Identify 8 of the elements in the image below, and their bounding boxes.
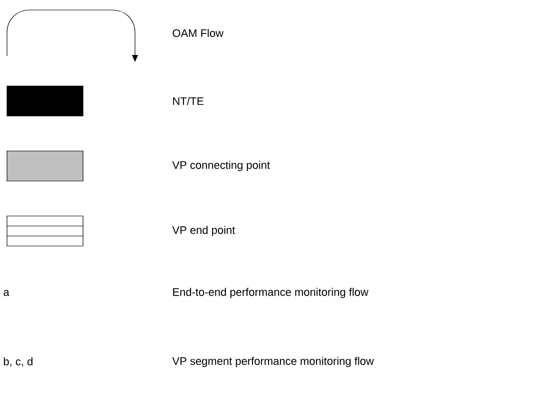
key-letter: b, c, d: [4, 357, 32, 367]
key-letter: a: [4, 290, 10, 296]
legend-label: OAM Flow: [172, 28, 224, 38]
description-text: VP segment performance monitoring flow: [172, 356, 374, 368]
legend-label: VP end point: [172, 226, 236, 236]
legend-label: NT/TE: [173, 96, 204, 106]
legend-label: VP connecting point: [172, 160, 270, 172]
description-text: End-to-end performance monitoring flow: [173, 288, 368, 298]
